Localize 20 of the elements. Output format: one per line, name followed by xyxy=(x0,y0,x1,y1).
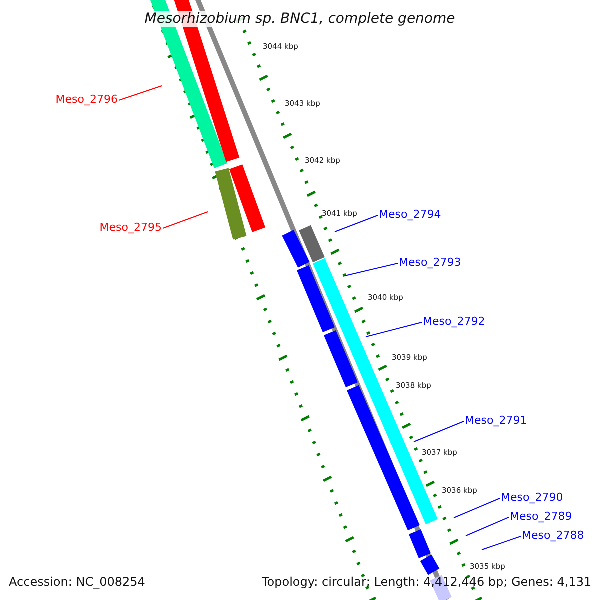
leader-line xyxy=(466,517,510,536)
gene-label: Meso_2789 xyxy=(510,511,572,522)
leader-line xyxy=(482,536,522,550)
gene-label: Meso_2796 xyxy=(56,94,118,105)
gene-label: Meso_2790 xyxy=(501,492,564,503)
leader-line xyxy=(366,322,422,338)
leader-line xyxy=(118,86,162,101)
leader-line xyxy=(162,212,208,229)
gene-label: Meso_2793 xyxy=(399,257,462,268)
gene-label: Meso_2791 xyxy=(465,415,528,426)
gene-label: Meso_2792 xyxy=(423,316,486,327)
genome-summary-text: Topology: circular; Length: 4,412,446 bp; Genes: 4,131 xyxy=(262,576,592,588)
gene-label: Meso_2794 xyxy=(379,209,442,220)
gene-label: Meso_2795 xyxy=(100,222,162,233)
leader-line xyxy=(344,263,398,276)
leader-line xyxy=(414,421,464,442)
leader-line xyxy=(454,498,500,518)
gene-label: Meso_2788 xyxy=(522,530,584,541)
leader-line xyxy=(334,215,378,232)
accession-text: Accession: NC_008254 xyxy=(9,576,146,588)
